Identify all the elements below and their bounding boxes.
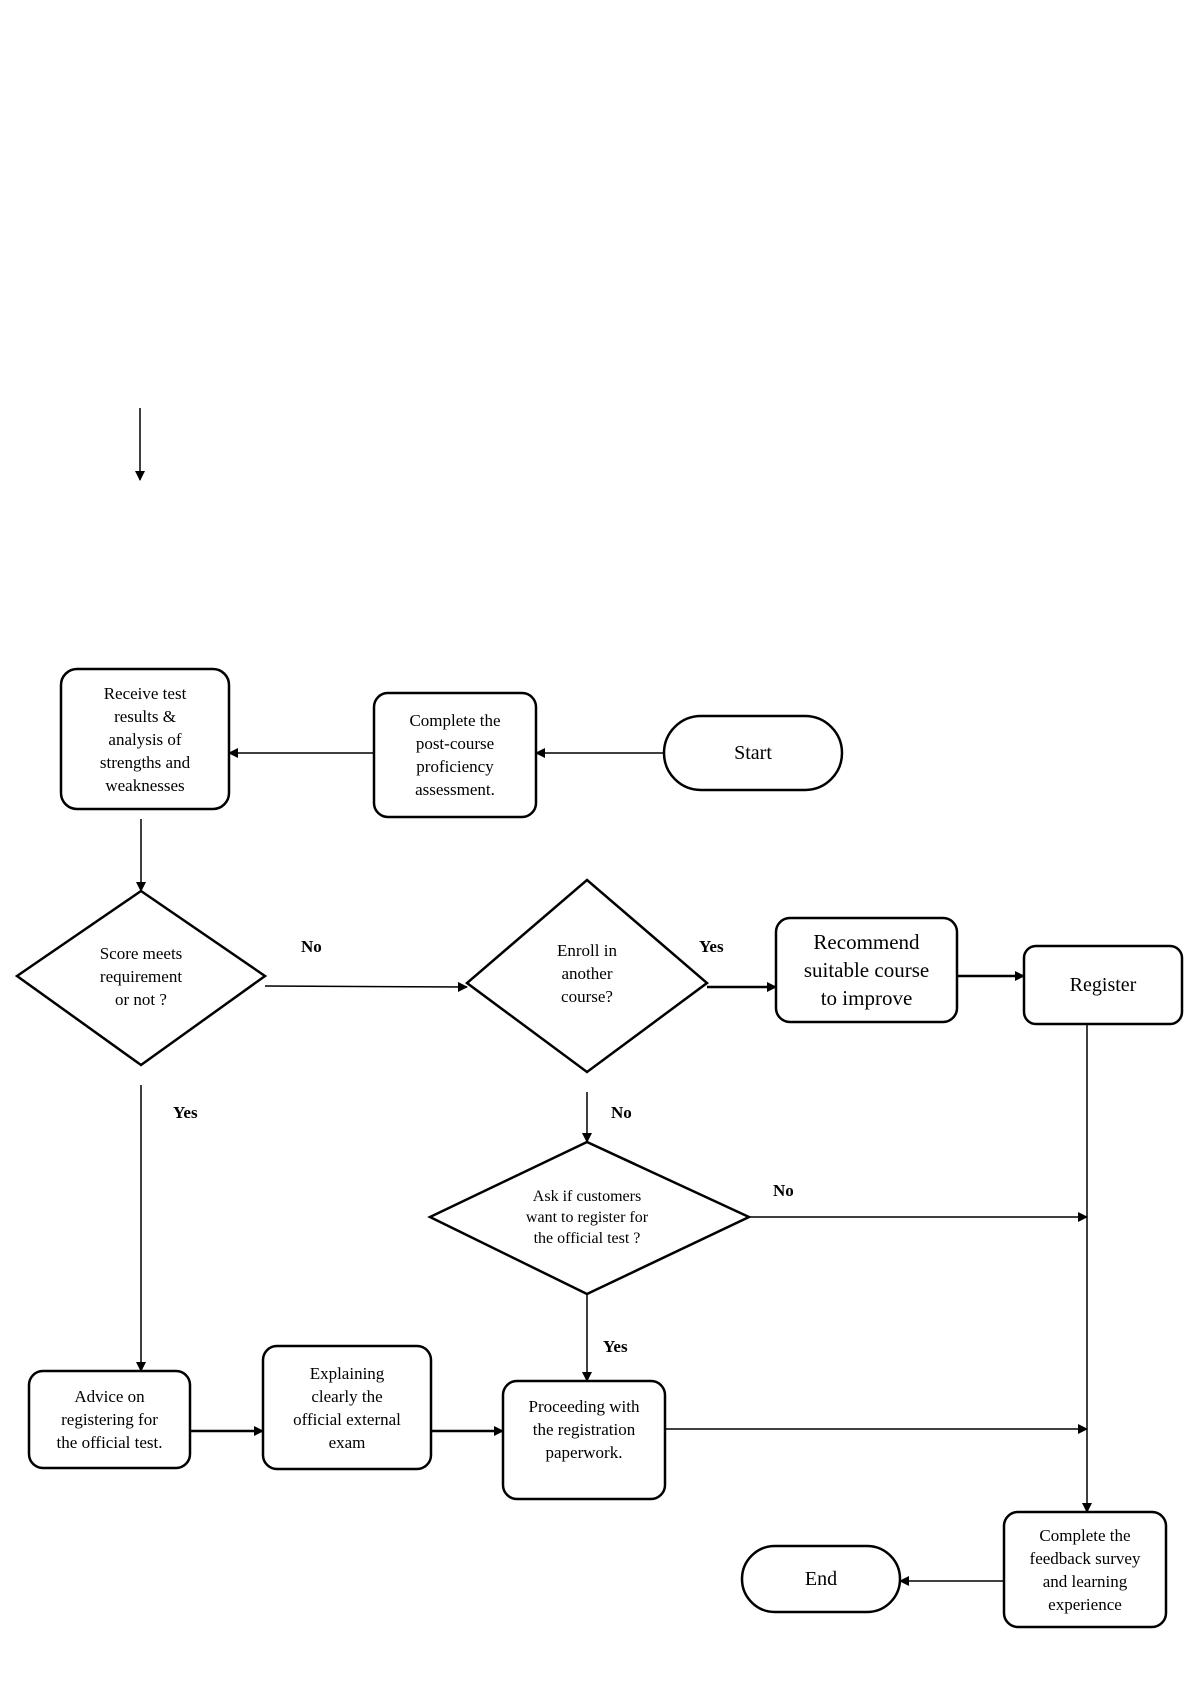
score-no-label: No: [301, 937, 322, 956]
advice-box: [27, 1369, 192, 1470]
advice-text: Advice on registering for the official t…: [56, 1387, 163, 1452]
start-text: Start: [734, 741, 772, 764]
score-decision-diamond: [14, 889, 268, 1067]
enroll-yes-label: Yes: [699, 937, 724, 956]
recommend-course-text: Recommend suitable course to improve: [803, 930, 930, 1010]
register-text: Register: [1069, 973, 1137, 996]
enroll-no-label: No: [611, 1103, 632, 1122]
recommend-course-box: [774, 916, 959, 1024]
feedback-text: Complete the feedback survey and learnin…: [1029, 1525, 1141, 1614]
score-no-arrow: [264, 981, 468, 992]
ask-no-label: No: [773, 1181, 794, 1200]
enroll-decision-text: Enroll in another course?: [557, 940, 617, 1006]
score-yes-label: Yes: [173, 1103, 198, 1122]
complete-assessment-text: Complete the post-course proficiency ass…: [409, 711, 501, 799]
proceeding-text: Proceeding with the registration paperwo…: [528, 1397, 640, 1462]
ask-register-text: Ask if customers want to register for th…: [525, 1187, 649, 1247]
receive-results-text: Receive test results & analysis of stren…: [99, 683, 191, 795]
end-text: End: [804, 1567, 838, 1590]
explaining-text: Explaining clearly the official external…: [293, 1363, 401, 1452]
receive-results-box: [59, 667, 231, 811]
register-box: [1022, 944, 1184, 1026]
ask-yes-label: Yes: [603, 1337, 628, 1356]
score-decision-text: Score meets requirement or not ?: [99, 943, 183, 1009]
explaining-box: [261, 1344, 433, 1471]
enroll-decision-diamond: [464, 878, 710, 1074]
